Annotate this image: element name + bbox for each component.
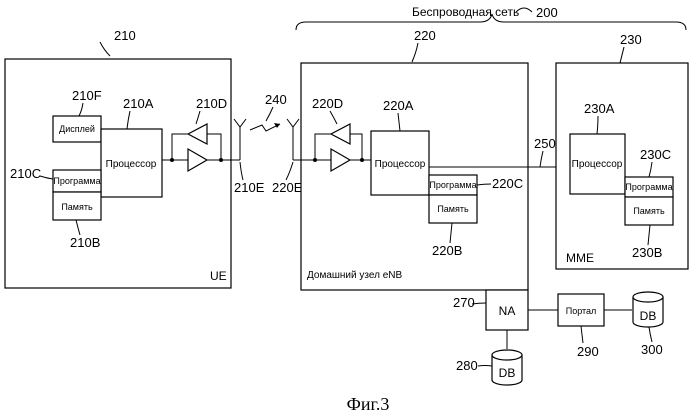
ue-ref: 210 <box>114 28 136 43</box>
enb-block: 220 Домашний узел eNB 220D Процессор 220… <box>293 28 528 290</box>
ue-antenna-ref: 210E <box>234 180 265 195</box>
interface-ref: 250 <box>534 136 556 151</box>
wireless-network-ref: 200 <box>536 5 558 20</box>
mme-processor-label: Процессор <box>572 159 623 170</box>
ue-memory-ref: 210B <box>70 235 100 250</box>
ue-display-ref: 210F <box>72 88 102 103</box>
ue-name: UE <box>210 269 227 283</box>
mme-ref: 230 <box>620 32 642 47</box>
portal-label: Портал <box>566 306 597 316</box>
ue-processor-label: Процессор <box>106 159 157 170</box>
enb-antenna-icon: 220E <box>272 119 303 195</box>
ue-display-label: Дисплей <box>59 124 95 134</box>
enb-memory-ref: 220B <box>432 243 462 258</box>
mme-program-ref: 230C <box>640 147 671 162</box>
portal-db-ref: 300 <box>641 342 663 357</box>
na-db-label: DB <box>499 366 516 380</box>
enb-program-label: Программа <box>429 180 476 190</box>
wireless-network-brace: Беспроводная сеть 200 <box>296 5 686 30</box>
na-ref: 270 <box>453 295 475 310</box>
mme-memory-ref: 230B <box>632 245 662 260</box>
figure-caption: Фиг.3 <box>347 394 390 414</box>
enb-processor-ref: 220A <box>383 98 414 113</box>
portal-db-label: DB <box>640 309 657 323</box>
enb-name: Домашний узел eNB <box>307 270 402 281</box>
ue-block: 210 UE Дисплей 210F Процессор 210A Прогр… <box>5 28 265 288</box>
radio-link: 240 <box>250 92 287 131</box>
enb-amplifier-ref: 220D <box>312 96 343 111</box>
mme-processor-ref: 230A <box>584 101 615 116</box>
wireless-network-label: Беспроводная сеть <box>412 5 519 19</box>
ue-program-ref: 210C <box>10 166 41 181</box>
ue-processor-ref: 210A <box>123 96 154 111</box>
mme-block: 230 MME Процессор 230A Программа 230C Па… <box>556 32 688 269</box>
enb-antenna-ref: 220E <box>272 180 303 195</box>
na-database-icon: DB 280 <box>456 350 522 385</box>
enb-program-ref: 220C <box>492 176 523 191</box>
portal-database-icon: DB 300 <box>633 292 663 357</box>
portal-block: Портал 290 <box>558 294 604 359</box>
mme-memory-label: Память <box>633 206 665 216</box>
ue-program-label: Программа <box>53 176 100 186</box>
mme-program-label: Программа <box>625 182 672 192</box>
enb-processor-label: Процессор <box>375 159 426 170</box>
na-block: NA 270 <box>453 290 528 330</box>
enb-ref: 220 <box>414 28 436 43</box>
ue-memory-label: Память <box>61 202 93 212</box>
ue-amplifier-ref: 210D <box>196 96 227 111</box>
mme-name: MME <box>566 251 594 265</box>
radio-link-ref: 240 <box>265 92 287 107</box>
na-label: NA <box>499 304 516 318</box>
portal-ref: 290 <box>577 344 599 359</box>
enb-memory-label: Память <box>437 204 469 214</box>
ue-antenna-icon: 210E <box>234 119 265 195</box>
na-db-ref: 280 <box>456 358 478 373</box>
